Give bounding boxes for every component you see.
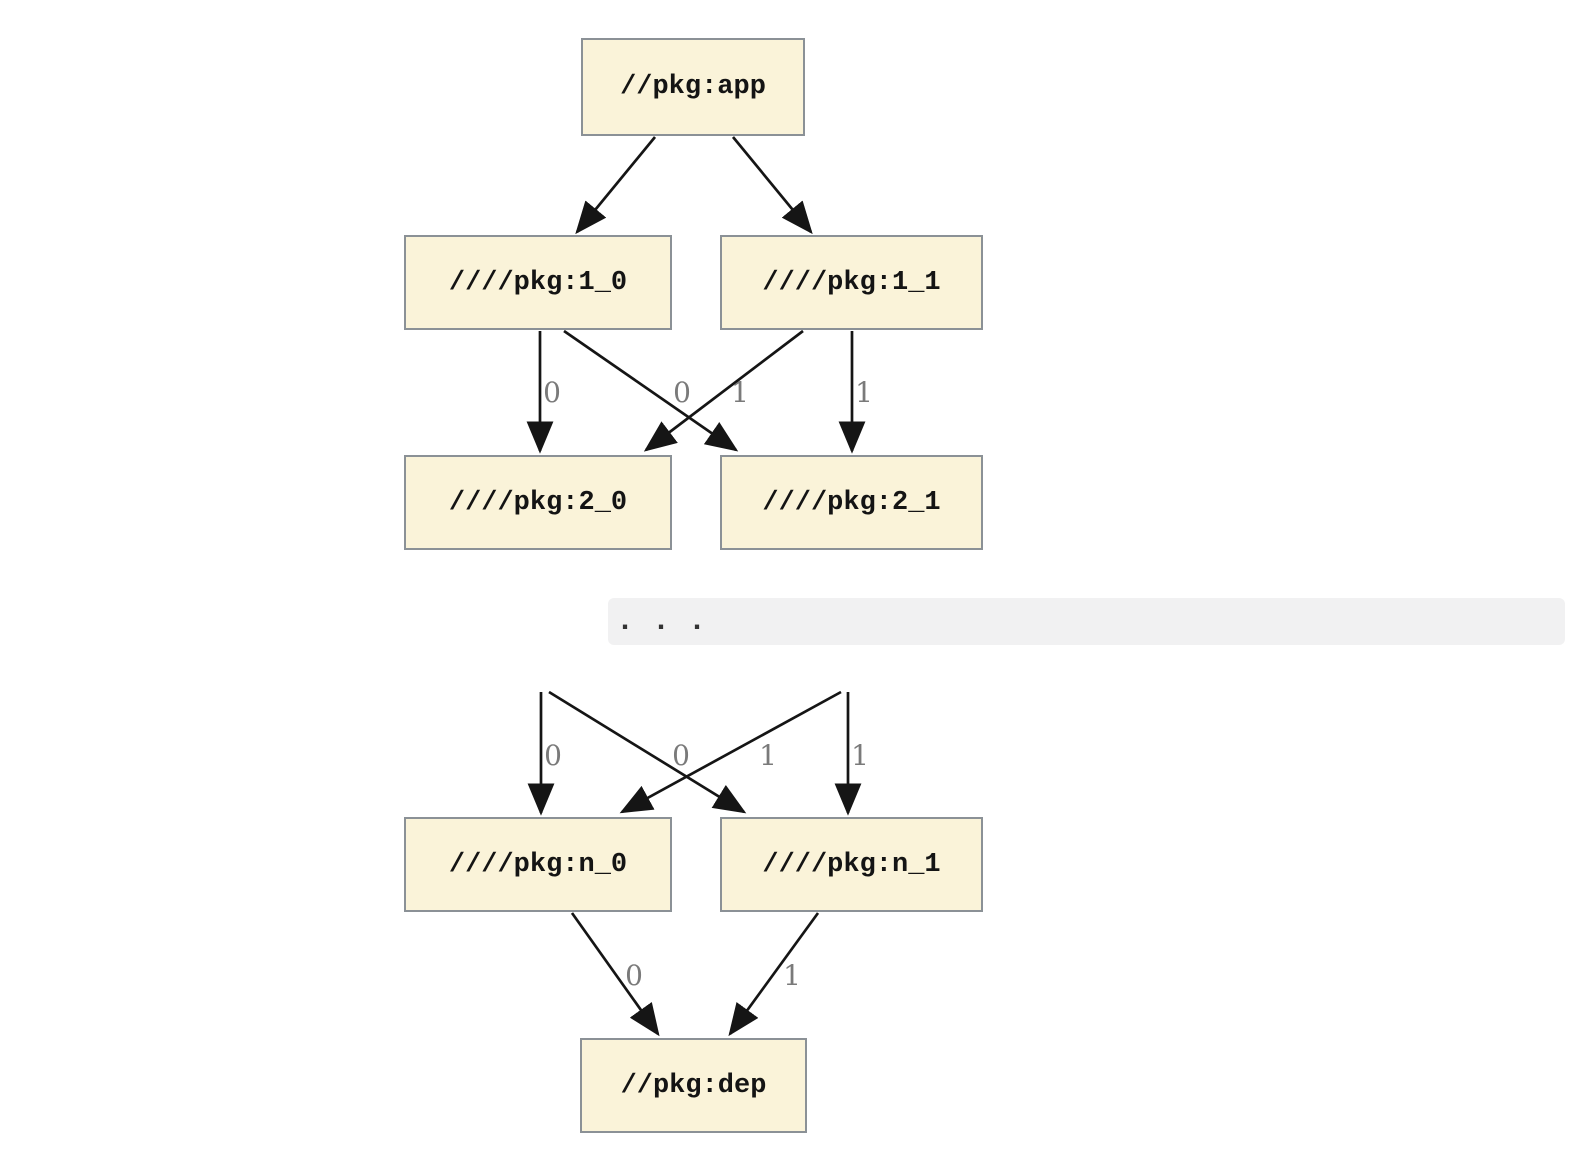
- edge-label-pkgn_1-dep: 1: [783, 959, 801, 992]
- edge-pkg1_0-pkg2_1: [563, 329, 739, 452]
- edge-app-pkg1_0: [575, 136, 657, 235]
- edge-prev_1-pkgn_0: [619, 690, 842, 814]
- node-dep: //pkg:dep: [580, 1038, 807, 1133]
- edge-pkgn_0-dep: [570, 912, 660, 1037]
- edge-label-prev_1-pkgn_0: 0: [672, 739, 690, 772]
- edge-label-prev_0-pkgn_1: 1: [759, 739, 777, 772]
- ellipsis-band: . . .: [608, 598, 1565, 645]
- node-pkgn_1: ////pkg:n_1: [720, 817, 983, 912]
- edge-label-pkgn_0-dep: 0: [625, 959, 643, 992]
- node-pkg1_1: ////pkg:1_1: [720, 235, 983, 330]
- edge-app-pkg1_1: [731, 136, 813, 235]
- edge-label-pkg1_0-pkg2_0: 0: [543, 376, 561, 409]
- edge-label-prev_1-pkgn_1: 1: [851, 739, 869, 772]
- node-pkg2_0: ////pkg:2_0: [404, 455, 672, 550]
- edge-pkg1_1-pkg2_0: [643, 329, 804, 452]
- edge-pkgn_1-dep: [728, 912, 820, 1037]
- node-pkg1_0: ////pkg:1_0: [404, 235, 672, 330]
- node-app: //pkg:app: [581, 38, 805, 136]
- edge-label-prev_0-pkgn_0: 0: [544, 739, 562, 772]
- edge-label-pkg1_1-pkg2_1: 1: [855, 376, 873, 409]
- edge-prev_0-pkgn_1: [548, 690, 747, 814]
- node-pkg2_1: ////pkg:2_1: [720, 455, 983, 550]
- edge-label-pkg1_1-pkg2_0: 0: [673, 376, 691, 409]
- node-pkgn_0: ////pkg:n_0: [404, 817, 672, 912]
- edge-label-pkg1_0-pkg2_1: 1: [731, 376, 749, 409]
- ellipsis-label: . . .: [616, 604, 707, 639]
